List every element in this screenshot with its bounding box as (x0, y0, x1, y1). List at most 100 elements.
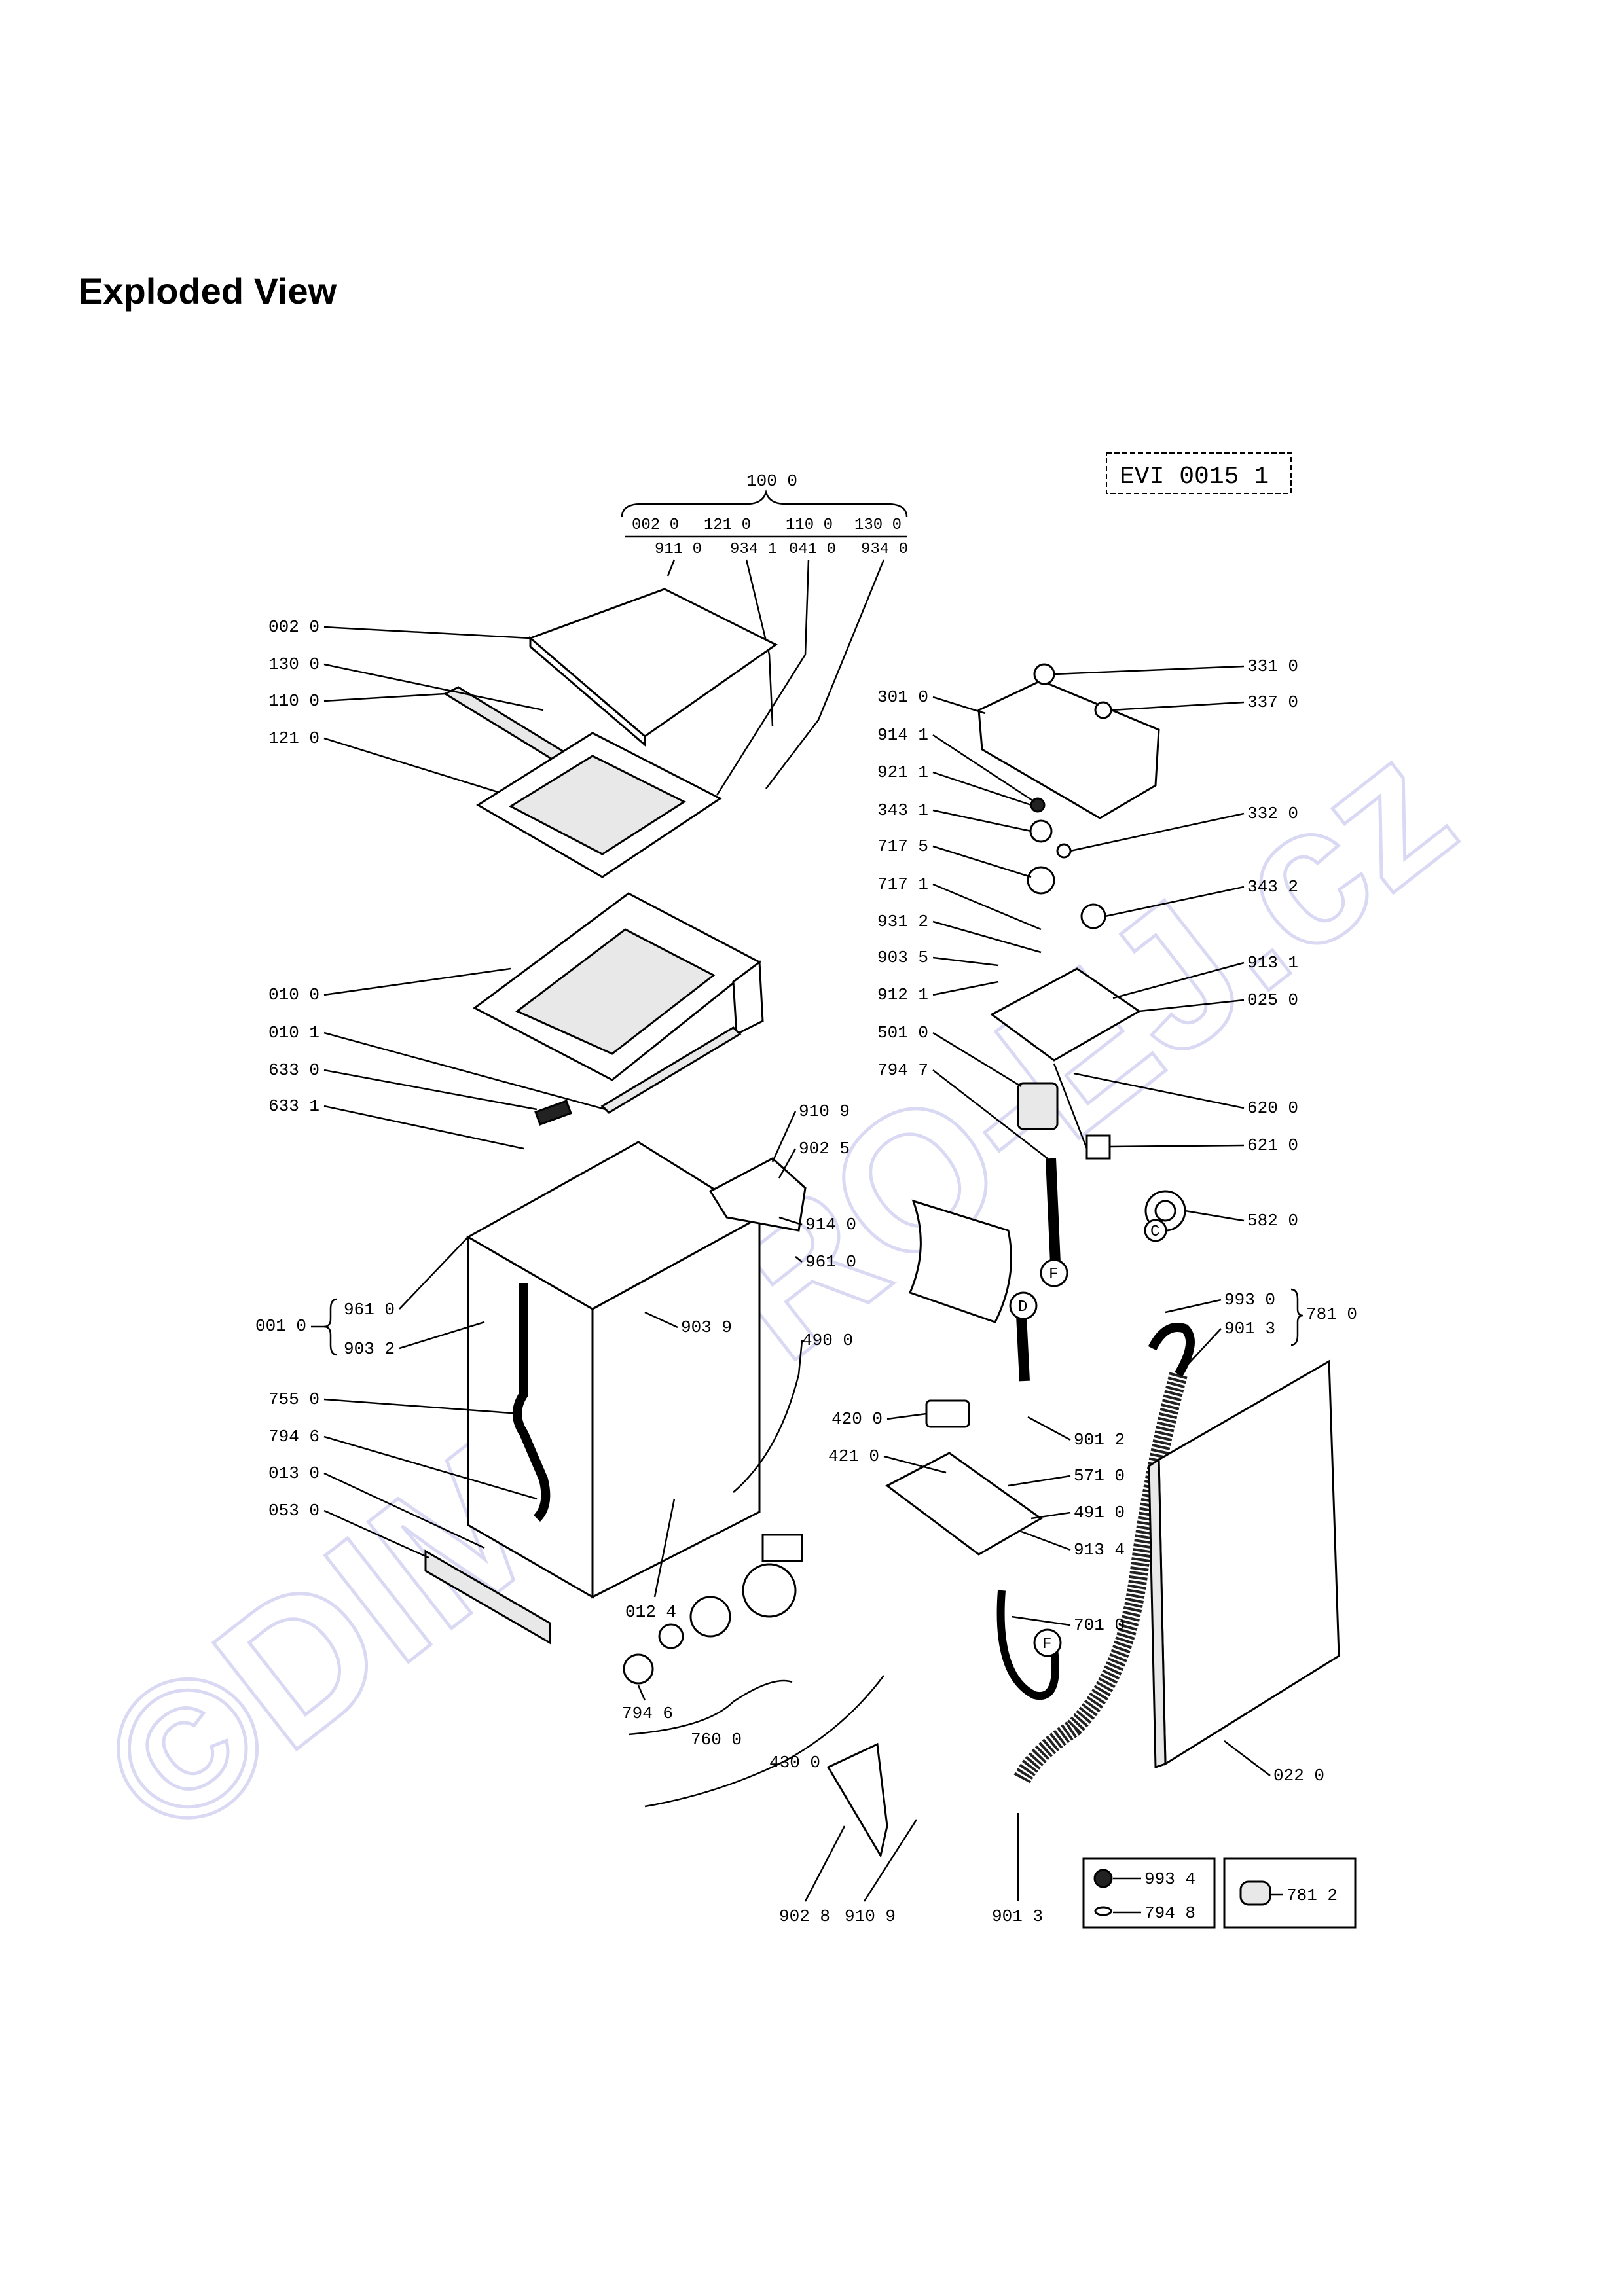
label-901-3-group: 901 3 (1224, 1319, 1275, 1338)
drain-hose-hook (1148, 1323, 1195, 1377)
label-013-0: 013 0 (268, 1463, 319, 1483)
worktop-part (528, 588, 778, 738)
label-914-0: 914 0 (805, 1215, 856, 1234)
top-sub-130: 130 0 (854, 516, 902, 534)
label-025-0: 025 0 (1247, 990, 1298, 1010)
label-901-2: 901 2 (1074, 1430, 1125, 1450)
label-301-0: 301 0 (877, 687, 928, 707)
diagram-code: EVI 0015 1 (1120, 463, 1269, 491)
part-794-8-icon (1094, 1906, 1112, 1916)
rail-010-1 (600, 1026, 742, 1114)
knob-331 (1033, 663, 1055, 685)
side-panel-022 (1158, 1359, 1340, 1766)
label-633-0: 633 0 (268, 1060, 319, 1080)
label-931-2: 931 2 (877, 912, 928, 931)
console-301 (977, 679, 1160, 819)
label-491-0: 491 0 (1074, 1503, 1125, 1522)
group-underline-430 (644, 1675, 884, 1808)
label-910-9-bottom: 910 9 (845, 1907, 896, 1926)
top-sub-911: 911 0 (655, 541, 702, 558)
label-501-0: 501 0 (877, 1023, 928, 1043)
capacitor-420 (925, 1399, 970, 1428)
label-001-0: 001 0 (255, 1316, 306, 1336)
label-961-0-group: 961 0 (344, 1300, 395, 1319)
callout-circles: F D F C (1009, 1219, 1167, 1657)
label-430-0: 430 0 (769, 1753, 820, 1772)
label-621-0: 621 0 (1247, 1136, 1298, 1155)
hose-701 (996, 1590, 1059, 1700)
inner-panel-window (515, 928, 716, 1055)
label-130-0: 130 0 (268, 655, 319, 674)
callout-c: C (1150, 1223, 1159, 1241)
label-121-0: 121 0 (268, 728, 319, 748)
label-110-0: 110 0 (268, 691, 319, 711)
label-701-0: 701 0 (1074, 1615, 1125, 1635)
knob-337 (1094, 701, 1112, 719)
label-913-4: 913 4 (1074, 1540, 1125, 1560)
label-781-0: 781 0 (1306, 1304, 1357, 1324)
right-labels: 301 0 914 1 921 1 343 1 717 5 717 1 931 … (828, 656, 1357, 1926)
top-frame-inner (508, 755, 687, 855)
top-sub-934-1: 934 1 (730, 541, 777, 558)
label-914-1: 914 1 (877, 725, 928, 745)
part-993-4-icon (1093, 1869, 1113, 1888)
part-343-1 (1029, 819, 1053, 843)
part-633 (534, 1100, 572, 1126)
watermark-text: ©DIMAPRO-EJ.cz (63, 697, 1491, 1880)
label-794-6-bottom: 794 6 (622, 1704, 673, 1723)
label-901-3-bottom: 901 3 (992, 1907, 1043, 1926)
watermark: ©DIMAPRO-EJ.cz (61, 695, 1492, 1881)
top-sub-110: 110 0 (786, 516, 833, 534)
label-717-1: 717 1 (877, 874, 928, 894)
accessory-box-1 (1082, 1857, 1216, 1929)
label-053-0: 053 0 (268, 1501, 319, 1520)
label-332-0: 332 0 (1247, 804, 1298, 823)
center-labels: 910 9 902 5 914 0 961 0 903 9 490 0 012 … (622, 1102, 918, 1926)
label-993-4: 993 4 (1144, 1869, 1195, 1889)
part-717-5 (1027, 866, 1055, 895)
label-902-8: 902 8 (779, 1907, 830, 1926)
label-717-5: 717 5 (877, 836, 928, 856)
part-332 (1056, 843, 1072, 859)
label-921-1: 921 1 (877, 762, 928, 782)
left-labels: 002 0 130 0 110 0 121 0 010 0 010 1 633 … (255, 617, 606, 1559)
pump-motor (742, 1563, 797, 1618)
label-781-2: 781 2 (1286, 1886, 1338, 1905)
label-012-4: 012 4 (625, 1602, 676, 1622)
label-903-5: 903 5 (877, 948, 928, 967)
label-002-0: 002 0 (268, 617, 319, 637)
parts-drawing (424, 588, 1357, 1929)
strip-110 (443, 686, 579, 767)
label-022-0: 022 0 (1273, 1766, 1324, 1785)
bracket-902-8 (826, 1742, 888, 1859)
label-582-0: 582 0 (1247, 1211, 1298, 1230)
group-underline-760 (628, 1679, 793, 1736)
label-337-0: 337 0 (1247, 692, 1298, 712)
label-633-1: 633 1 (268, 1096, 319, 1116)
label-331-0: 331 0 (1247, 656, 1298, 676)
page-title: Exploded View (79, 270, 337, 312)
top-sub-002: 002 0 (632, 516, 679, 534)
motor-501 (1017, 1082, 1059, 1130)
label-620-0: 620 0 (1247, 1098, 1298, 1118)
back-bracket (708, 1157, 807, 1232)
label-910-9: 910 9 (799, 1102, 850, 1121)
pump-seal-2 (658, 1623, 684, 1649)
top-sub-934-0: 934 0 (861, 541, 908, 558)
label-490-0: 490 0 (802, 1331, 853, 1350)
valve-frame (885, 1452, 1043, 1556)
label-902-5: 902 5 (799, 1139, 850, 1158)
accessory-box-2 (1223, 1857, 1357, 1929)
top-group-bracket: 100 0 002 0 121 0 110 0 130 0 911 0 934 … (621, 471, 908, 796)
part-582-inner (1154, 1200, 1176, 1222)
label-760-0: 760 0 (691, 1730, 742, 1749)
diagram-code-box: EVI 0015 1 (1106, 452, 1292, 494)
group-label-100: 100 0 (746, 471, 797, 491)
top-sub-041: 041 0 (789, 541, 836, 558)
drain-hose (1013, 1372, 1188, 1785)
label-961-0: 961 0 (805, 1252, 856, 1272)
hose-755 (513, 1283, 551, 1522)
label-343-1: 343 1 (877, 800, 928, 820)
label-903-9: 903 9 (681, 1318, 732, 1337)
label-794-6: 794 6 (268, 1427, 319, 1446)
